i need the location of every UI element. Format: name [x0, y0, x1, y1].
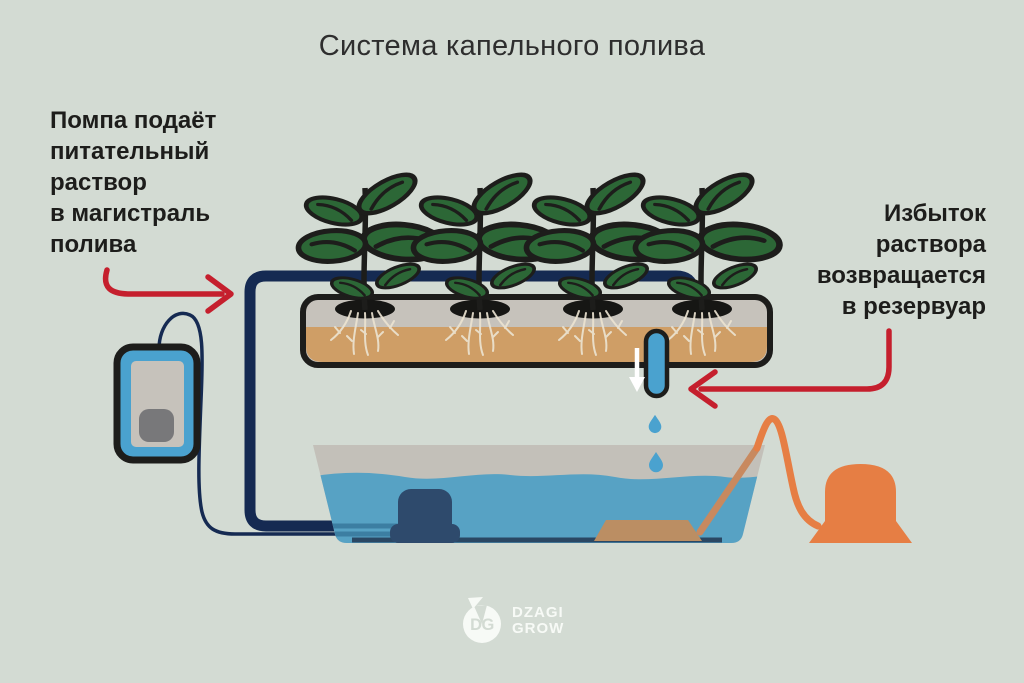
- water-pump: [390, 489, 460, 543]
- tray-substrate: [306, 327, 767, 362]
- air-stone: [594, 520, 702, 541]
- logo-name-top: DZAGI: [512, 604, 564, 621]
- dzagi-logo-icon: DG: [463, 597, 501, 643]
- drain-tube: [643, 328, 670, 399]
- pump-unit: [113, 343, 201, 464]
- annotation-excess-return: Избыток раствора возвращается в резервуа…: [816, 200, 986, 320]
- supply-arrow: [102, 267, 234, 314]
- air-pump: [809, 464, 912, 543]
- logo-name-bottom: GROW: [512, 620, 565, 637]
- drain-arrow: [629, 348, 645, 392]
- plant: [634, 167, 781, 310]
- page-title: Система капельного полива: [318, 30, 706, 62]
- air-tube: [753, 415, 822, 530]
- reservoir: [313, 445, 765, 543]
- dzagi-logo: DG DZAGI GROW: [461, 597, 564, 645]
- drip-droplets: [648, 414, 663, 473]
- pump-cable: [157, 311, 348, 536]
- logo-monogram: DG: [470, 616, 494, 634]
- air-tube-submerged: [696, 445, 761, 536]
- annotation-pump-supply: Помпа подаёт питательный раствор в магис…: [50, 107, 217, 258]
- pump-unit-button: [139, 409, 174, 442]
- plants: [297, 167, 781, 310]
- return-arrow: [688, 328, 892, 409]
